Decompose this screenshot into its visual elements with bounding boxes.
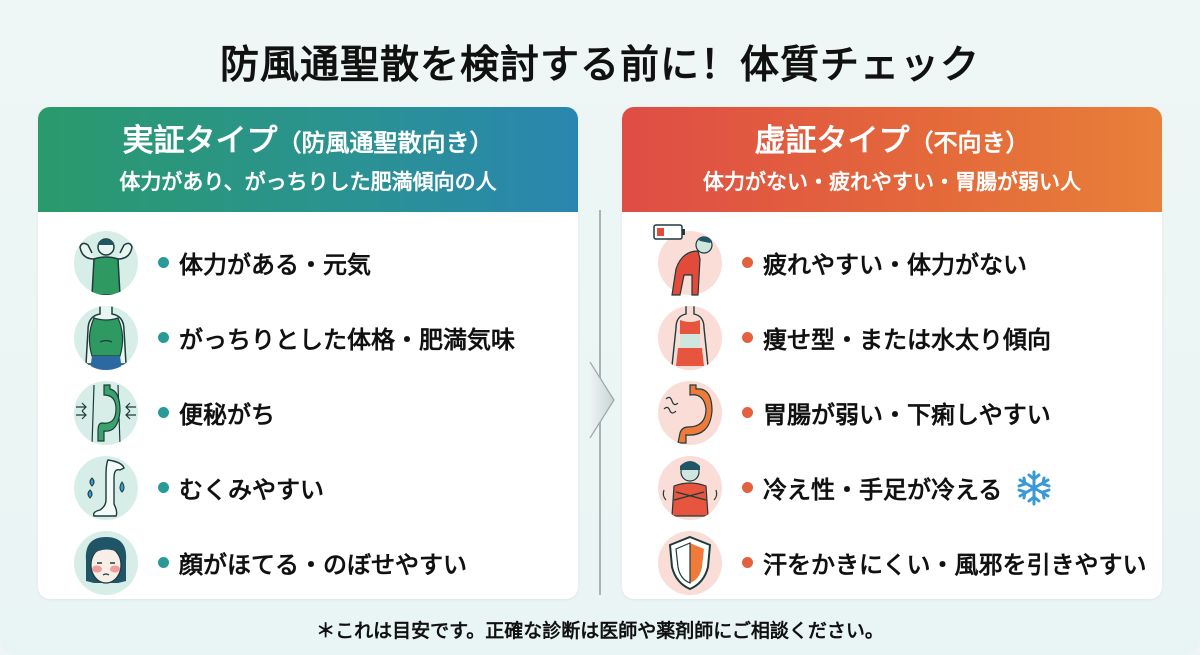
list-item: 汗をかきにくい・風邪を引きやすい bbox=[622, 525, 1162, 599]
bullet-dot bbox=[742, 407, 753, 418]
snowflake-icon bbox=[1016, 470, 1052, 506]
list-item: 痩せ型・または水太り傾向 bbox=[622, 300, 1162, 375]
weak-stomach-icon bbox=[658, 380, 722, 445]
half-shield-icon bbox=[658, 530, 722, 595]
bullet-dot bbox=[742, 332, 753, 343]
constipated-stomach-icon bbox=[74, 380, 138, 445]
bullet-dot bbox=[742, 482, 753, 493]
muscular-man-icon bbox=[74, 230, 138, 295]
list-item: 顔がほてる・のぼせやすい bbox=[38, 525, 578, 599]
chevron-right-icon bbox=[589, 362, 615, 438]
list-item: むくみやすい bbox=[38, 450, 578, 525]
excess-type-heading-sub: （防風通聖散向き） bbox=[277, 129, 494, 157]
bullet-dot bbox=[158, 407, 169, 418]
tired-person-low-battery-icon bbox=[653, 223, 722, 296]
deficiency-type-list: 疲れやすい・体力がない 痩せ型・または水太り傾向 胃腸が弱い・下痢しやすい 冷え… bbox=[622, 223, 1162, 599]
bullet-dot bbox=[158, 332, 169, 343]
item-label: 汗をかきにくい・風邪を引きやすい bbox=[763, 551, 1147, 579]
deficiency-type-heading: 虚証タイプ bbox=[754, 123, 910, 159]
deficiency-type-panel: 虚証タイプ（不向き） 体力がない・疲れやすい・胃腸が弱い人 疲れやすい・体力がな… bbox=[622, 107, 1162, 599]
item-label: がっちりとした体格・肥満気味 bbox=[179, 326, 515, 354]
bullet-dot bbox=[158, 482, 169, 493]
deficiency-type-subheading: 体力がない・疲れやすい・胃腸が弱い人 bbox=[703, 170, 1081, 194]
page-title: 防風通聖散を検討する前に！体質チェック bbox=[219, 43, 980, 88]
item-label: むくみやすい bbox=[179, 476, 324, 504]
bullet-dot bbox=[158, 257, 169, 268]
slim-body-icon bbox=[658, 305, 722, 370]
deficiency-type-header: 虚証タイプ（不向き） 体力がない・疲れやすい・胃腸が弱い人 bbox=[622, 107, 1162, 212]
stout-body-icon bbox=[74, 305, 138, 370]
excess-type-heading: 実証タイプ bbox=[122, 123, 278, 159]
excess-type-header: 実証タイプ（防風通聖散向き） 体力があり、がっちりした肥満傾向の人 bbox=[38, 107, 578, 212]
item-label: 体力がある・元気 bbox=[179, 251, 371, 279]
bullet-dot bbox=[742, 557, 753, 568]
flushed-face-icon bbox=[74, 530, 138, 595]
item-label: 顔がほてる・のぼせやすい bbox=[179, 551, 467, 579]
list-item: 胃腸が弱い・下痢しやすい bbox=[622, 375, 1162, 450]
list-item: がっちりとした体格・肥満気味 bbox=[38, 300, 578, 375]
list-item: 疲れやすい・体力がない bbox=[622, 223, 1162, 300]
item-label: 痩せ型・または水太り傾向 bbox=[763, 326, 1051, 354]
list-item: 体力がある・元気 bbox=[38, 225, 578, 300]
disclaimer-footnote: ＊これは目安です。正確な診断は医師や薬剤師にご相談ください。 bbox=[316, 620, 884, 642]
excess-type-panel: 実証タイプ（防風通聖散向き） 体力があり、がっちりした肥満傾向の人 体力がある・… bbox=[38, 107, 578, 599]
list-item: 便秘がち bbox=[38, 375, 578, 450]
bullet-dot bbox=[158, 557, 169, 568]
item-label: 疲れやすい・体力がない bbox=[763, 251, 1027, 279]
bullet-dot bbox=[742, 257, 753, 268]
shivering-person-icon bbox=[658, 455, 722, 520]
item-label: 胃腸が弱い・下痢しやすい bbox=[763, 401, 1051, 429]
item-label: 便秘がち bbox=[179, 401, 275, 429]
list-item: 冷え性・手足が冷える bbox=[622, 450, 1162, 525]
excess-type-subheading: 体力があり、がっちりした肥満傾向の人 bbox=[119, 170, 497, 194]
excess-type-list: 体力がある・元気 がっちりとした体格・肥満気味 便秘がち むくみやすい bbox=[38, 225, 578, 599]
item-label: 冷え性・手足が冷える bbox=[763, 476, 1003, 504]
deficiency-type-heading-sub: （不向き） bbox=[909, 129, 1030, 157]
swollen-leg-icon bbox=[74, 455, 138, 520]
